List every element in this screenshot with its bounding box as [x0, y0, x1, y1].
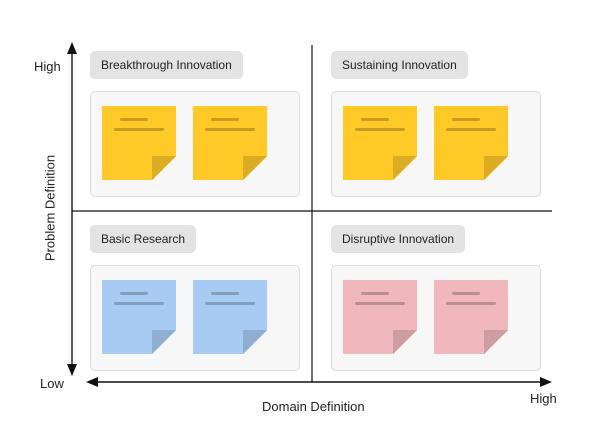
sticky-note[interactable]: [343, 106, 417, 180]
note-text-line: [114, 302, 164, 305]
y-axis-high-label: High: [34, 59, 61, 74]
quadrant-label-basic-research: Basic Research: [90, 225, 197, 253]
note-text-line: [211, 292, 239, 295]
note-text-line: [120, 292, 148, 295]
note-text-line: [361, 118, 389, 121]
note-text-line: [452, 118, 480, 121]
x-axis-arrow-right: [540, 377, 552, 387]
sticky-note[interactable]: [193, 106, 267, 180]
note-text-line: [355, 302, 405, 305]
y-axis-title: Problem Definition: [42, 154, 58, 262]
quadrant-label-disruptive: Disruptive Innovation: [331, 225, 466, 253]
note-text-line: [120, 118, 148, 121]
note-text-line: [355, 128, 405, 131]
sticky-note[interactable]: [102, 106, 176, 180]
quadrant-label-breakthrough: Breakthrough Innovation: [90, 51, 243, 79]
y-axis-low-label: Low: [40, 376, 64, 391]
note-text-line: [361, 292, 389, 295]
quadrant-label-sustaining: Sustaining Innovation: [331, 51, 468, 79]
note-text-line: [205, 302, 255, 305]
quadrant-panel-sustaining: [331, 91, 541, 197]
note-text-line: [114, 128, 164, 131]
quadrant-panel-breakthrough: [90, 91, 300, 197]
x-axis-arrow-left: [86, 377, 98, 387]
note-text-line: [205, 128, 255, 131]
sticky-note[interactable]: [434, 106, 508, 180]
quadrant-panel-disruptive: [331, 265, 541, 371]
note-text-line: [452, 292, 480, 295]
x-axis-high-label: High: [530, 391, 557, 406]
note-text-line: [446, 302, 496, 305]
x-axis-title: Domain Definition: [262, 399, 365, 414]
y-axis-arrow-down: [67, 364, 77, 376]
note-text-line: [211, 118, 239, 121]
quadrant-panel-basic-research: [90, 265, 300, 371]
note-text-line: [446, 128, 496, 131]
sticky-note[interactable]: [193, 280, 267, 354]
sticky-note[interactable]: [434, 280, 508, 354]
sticky-note[interactable]: [343, 280, 417, 354]
y-axis-arrow-up: [67, 42, 77, 54]
sticky-note[interactable]: [102, 280, 176, 354]
